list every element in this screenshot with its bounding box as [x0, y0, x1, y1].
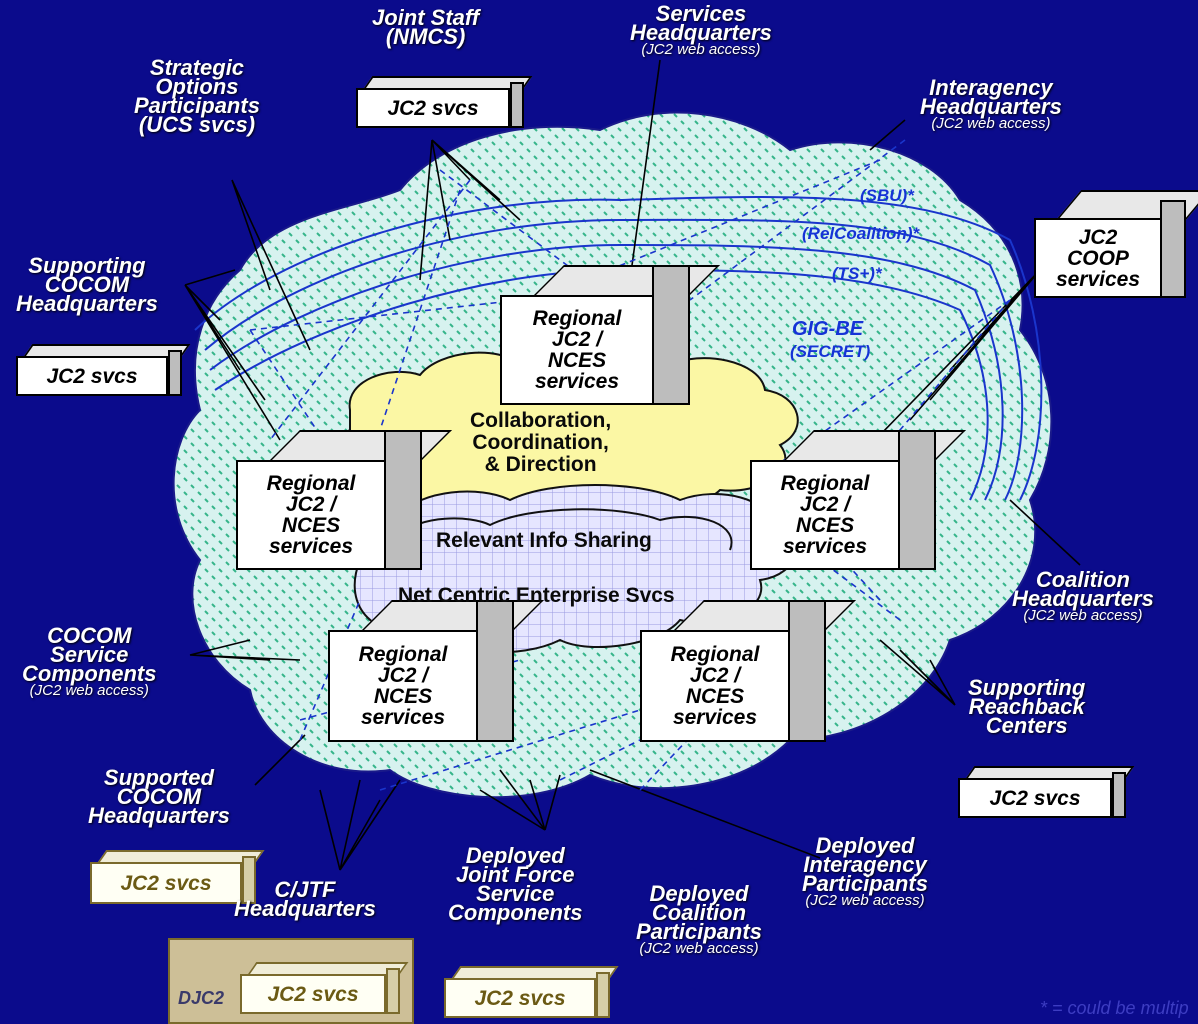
svc-box-label: JC2 svcs: [958, 778, 1112, 818]
regional-box-bottom-right: Regional JC2 / NCES services: [640, 600, 856, 742]
regional-line-1: Regional: [266, 472, 356, 495]
regional-line-1: Regional: [358, 643, 448, 666]
regional-line-3: NCES: [795, 514, 855, 537]
coop-line-1: JC2: [1078, 225, 1118, 249]
svc-box-label: JC2 svcs: [90, 862, 242, 904]
secret-label: (SECRET): [790, 342, 871, 361]
regional-line-3: NCES: [547, 349, 607, 372]
joint-staff-label: Joint Staff(NMCS): [372, 5, 480, 49]
regional-line-4: services: [672, 706, 758, 729]
regional-box-left: Regional JC2 / NCES services: [236, 430, 452, 570]
gig-be-label: GIG-BE: [792, 318, 864, 340]
ts-label: (TS+)*: [832, 264, 882, 283]
connector-lines: [184, 59, 1081, 871]
regional-line-3: NCES: [373, 685, 433, 708]
sbu-label: (SBU)*: [860, 186, 914, 205]
joint-staff-svc-box: JC2 svcs: [356, 76, 533, 128]
djc2-label: DJC2: [178, 988, 225, 1008]
regional-line-3: NCES: [281, 514, 341, 537]
info-sharing-text: Relevant Info Sharing: [436, 529, 652, 552]
regional-box-top: Regional JC2 / NCES services: [500, 265, 720, 405]
regional-box-right: Regional JC2 / NCES services: [750, 430, 966, 570]
svc-box-label: JC2 svcs: [16, 356, 168, 396]
regional-line-2: JC2 /: [799, 493, 851, 516]
regional-line-2: JC2 /: [551, 328, 603, 351]
cjtf-svc-box: JC2 svcs: [240, 962, 409, 1014]
svc-box-label: JC2 svcs: [444, 978, 596, 1018]
svc-box-label: JC2 svcs: [240, 974, 386, 1014]
regional-line-2: JC2 /: [377, 664, 429, 687]
enterprise-cloud-outline: [399, 508, 733, 551]
regional-line-1: Regional: [532, 307, 622, 330]
svc-box-label: JC2 svcs: [356, 88, 510, 128]
relcoalition-label: (RelCoalition)*: [802, 224, 920, 243]
collaboration-text: Collaboration, Coordination, & Direction: [470, 409, 612, 476]
network-rings: [194, 195, 1043, 501]
supporting-cocom-svc-box: JC2 svcs: [16, 344, 191, 396]
regional-line-4: services: [782, 535, 868, 558]
regional-line-2: JC2 /: [285, 493, 337, 516]
supported-cocom-svc-box: JC2 svcs: [90, 850, 265, 904]
regional-line-1: Regional: [670, 643, 760, 666]
coop-services-box: JC2 COOP services: [1034, 190, 1198, 298]
footnote: * = could be multip: [1040, 998, 1189, 1018]
enterprise-text: Net Centric Enterprise Svcs: [398, 584, 675, 607]
regional-line-1: Regional: [780, 472, 870, 495]
regional-line-4: services: [268, 535, 354, 558]
deployed-jf-svc-box: JC2 svcs: [444, 966, 619, 1018]
regional-line-4: services: [534, 370, 620, 393]
regional-line-3: NCES: [685, 685, 745, 708]
reachback-svc-box: JC2 svcs: [958, 766, 1135, 818]
coop-line-3: services: [1055, 267, 1141, 291]
regional-line-2: JC2 /: [689, 664, 741, 687]
regional-box-bottom-left: Regional JC2 / NCES services: [328, 600, 544, 742]
coop-line-2: COOP: [1067, 246, 1129, 270]
regional-line-4: services: [360, 706, 446, 729]
coop-box-face: JC2 COOP services: [1034, 218, 1162, 298]
